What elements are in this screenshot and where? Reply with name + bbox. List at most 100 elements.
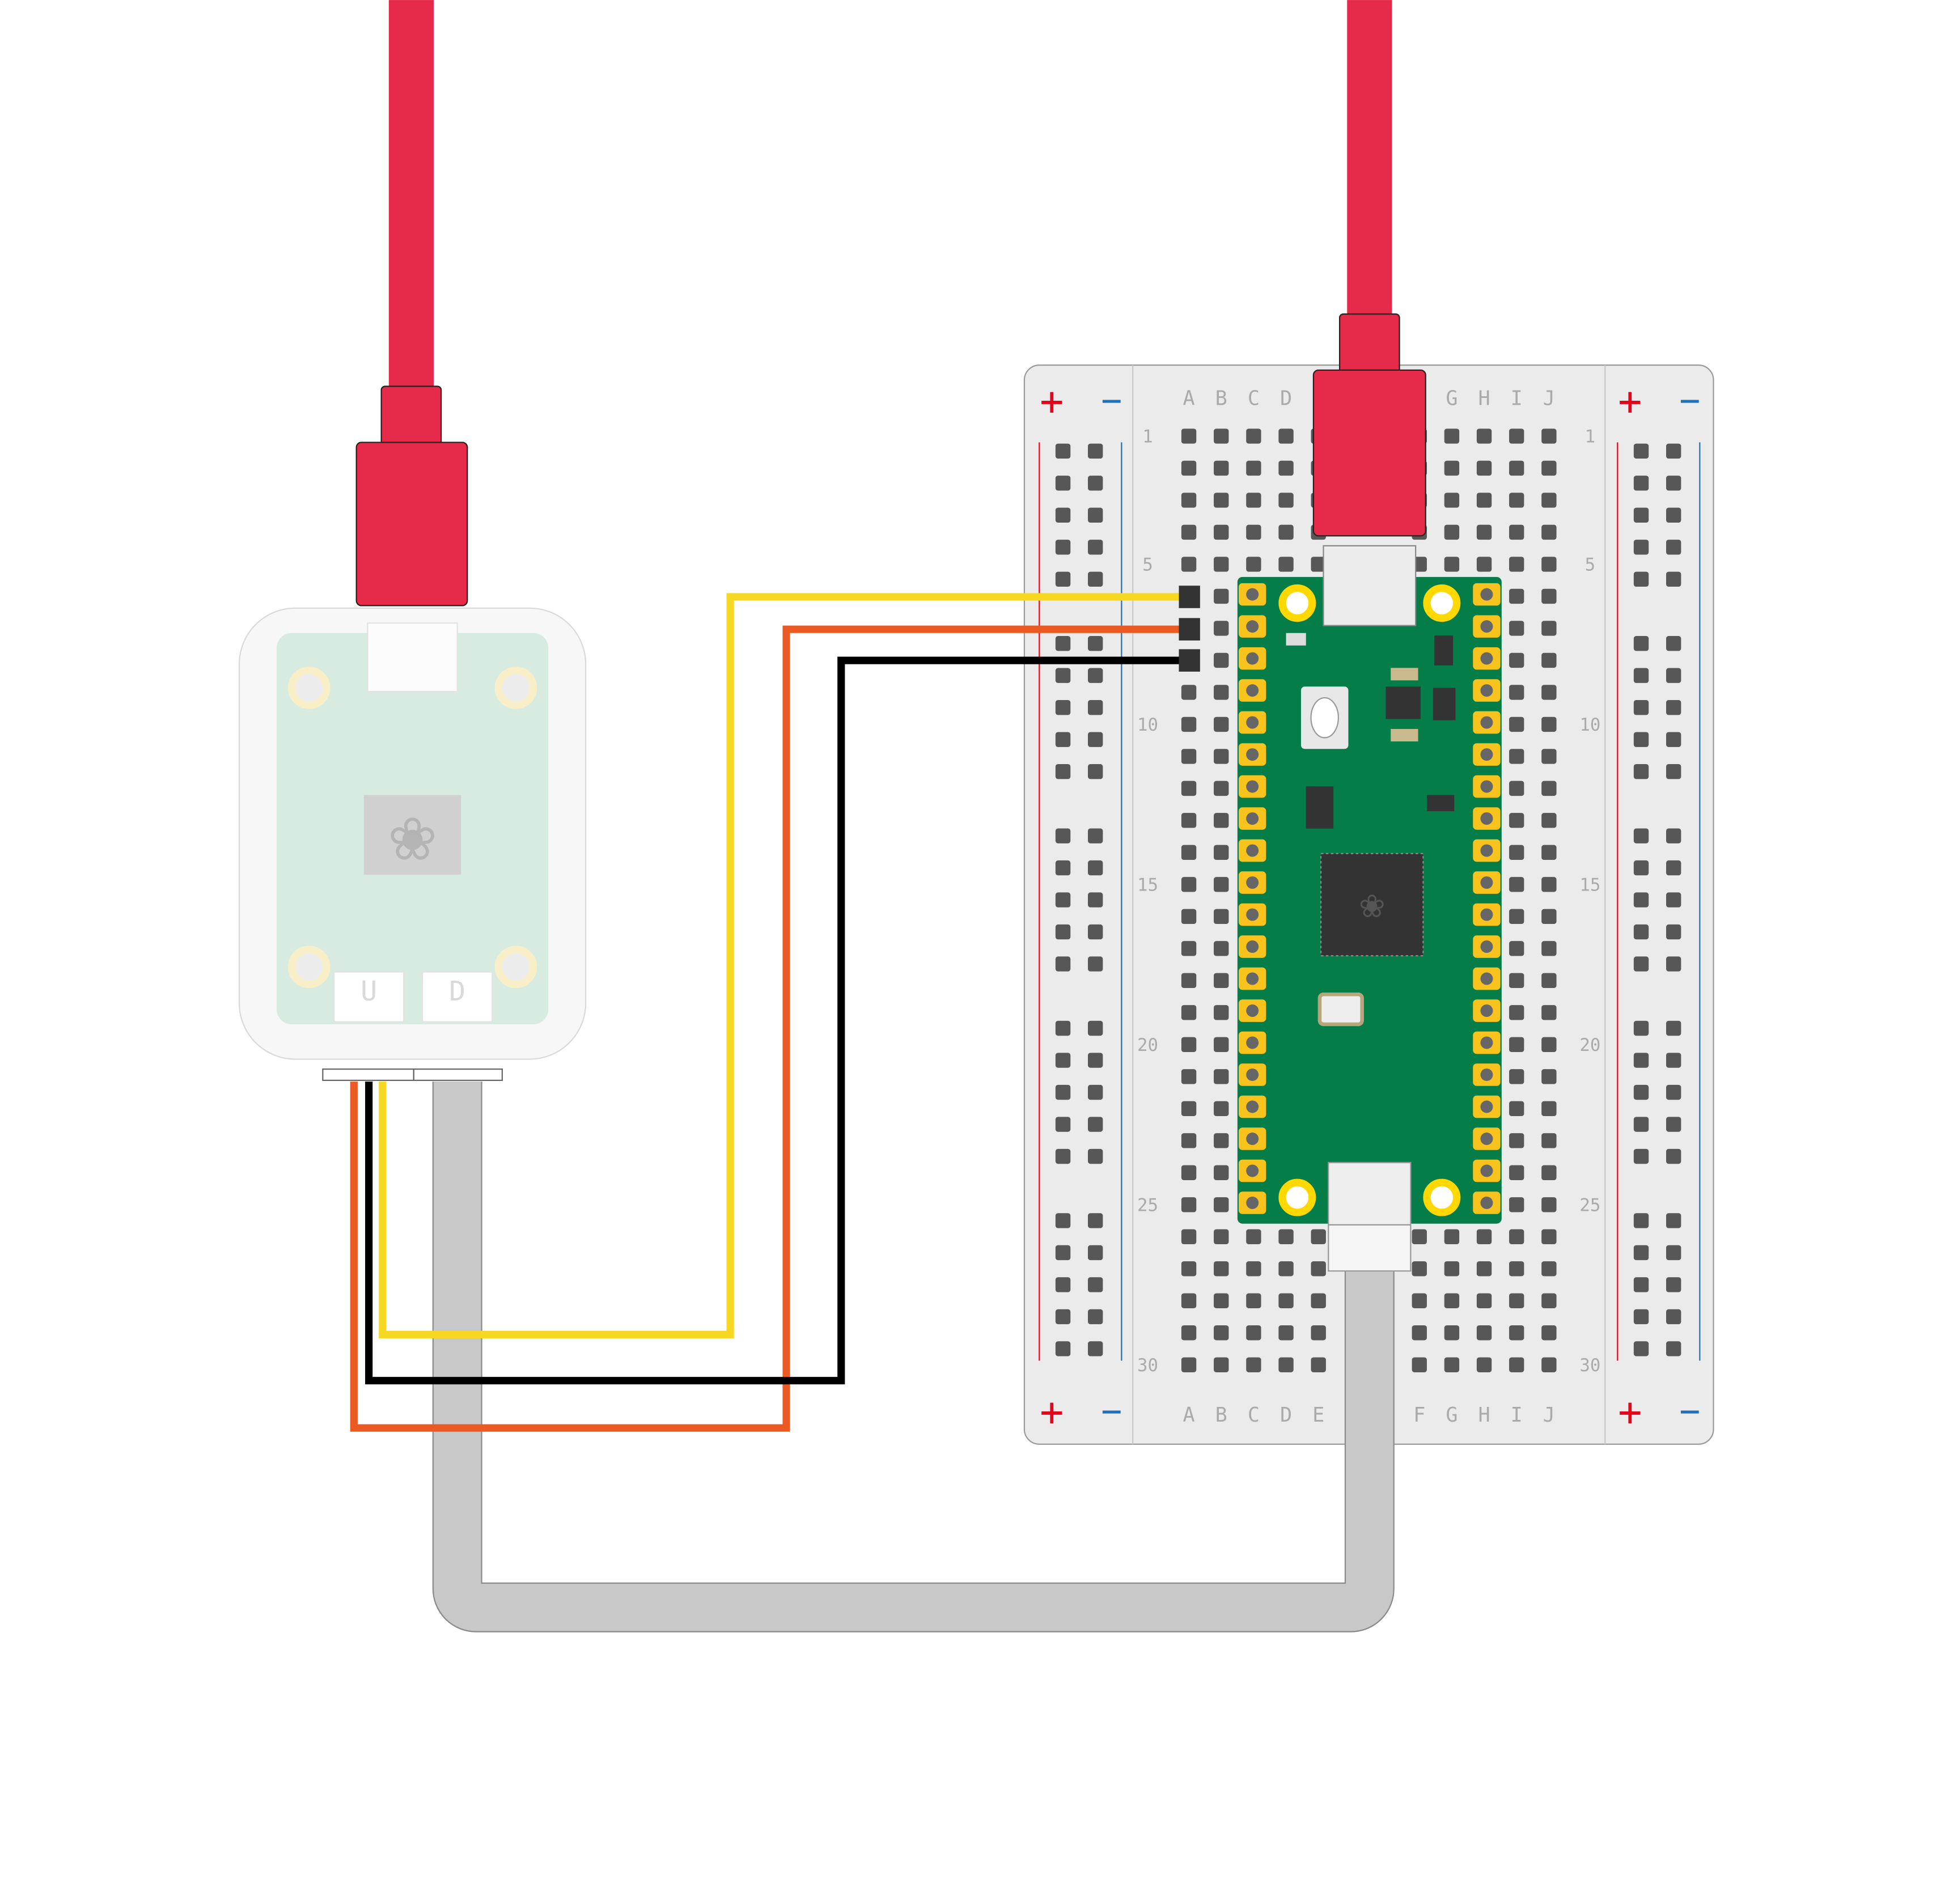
breadboard-hole[interactable] [1214,1357,1229,1372]
breadboard-hole[interactable] [1476,1261,1492,1277]
breadboard-hole[interactable] [1412,1261,1427,1277]
breadboard-hole[interactable] [1246,429,1261,444]
rail-hole[interactable] [1633,1148,1649,1164]
breadboard-hole[interactable] [1509,588,1524,604]
rail-hole[interactable] [1633,732,1649,747]
rail-hole[interactable] [1666,1277,1681,1292]
breadboard-hole[interactable] [1214,685,1229,700]
breadboard-hole[interactable] [1181,1037,1197,1053]
breadboard-hole[interactable] [1509,909,1524,925]
breadboard-hole[interactable] [1541,493,1557,508]
breadboard-hole[interactable] [1214,973,1229,989]
rail-hole[interactable] [1666,443,1681,459]
breadboard-hole[interactable] [1476,1325,1492,1341]
rail-hole[interactable] [1055,764,1071,779]
breadboard-hole[interactable] [1214,909,1229,925]
breadboard-hole[interactable] [1214,1069,1229,1084]
breadboard-hole[interactable] [1181,845,1197,860]
breadboard-hole[interactable] [1509,1325,1524,1341]
breadboard-hole[interactable] [1246,1261,1261,1277]
breadboard-hole[interactable] [1311,557,1326,572]
breadboard-hole[interactable] [1476,460,1492,476]
breadboard-hole[interactable] [1541,845,1557,860]
rail-hole[interactable] [1055,732,1071,747]
breadboard-hole[interactable] [1311,1357,1326,1372]
breadboard-hole[interactable] [1181,1165,1197,1180]
breadboard-hole[interactable] [1476,1357,1492,1372]
breadboard-hole[interactable] [1181,813,1197,828]
rail-hole[interactable] [1088,1020,1103,1036]
rail-hole[interactable] [1055,828,1071,843]
breadboard-hole[interactable] [1444,524,1460,540]
breadboard-hole[interactable] [1509,557,1524,572]
breadboard-hole[interactable] [1444,460,1460,476]
rail-hole[interactable] [1088,1309,1103,1325]
breadboard-hole[interactable] [1509,524,1524,540]
breadboard-hole[interactable] [1541,1325,1557,1341]
breadboard-hole[interactable] [1541,460,1557,476]
breadboard-hole[interactable] [1214,429,1229,444]
rail-hole[interactable] [1633,1245,1649,1261]
breadboard-hole[interactable] [1541,1005,1557,1020]
breadboard-hole[interactable] [1278,524,1294,540]
breadboard-hole[interactable] [1278,1325,1294,1341]
breadboard-hole[interactable] [1541,877,1557,892]
rail-hole[interactable] [1088,1053,1103,1068]
rail-hole[interactable] [1633,443,1649,459]
breadboard-hole[interactable] [1541,588,1557,604]
rail-hole[interactable] [1088,443,1103,459]
rail-hole[interactable] [1055,892,1071,908]
breadboard-hole[interactable] [1541,749,1557,764]
breadboard-hole[interactable] [1541,1229,1557,1244]
breadboard-hole[interactable] [1541,1101,1557,1117]
breadboard-hole[interactable] [1214,1165,1229,1180]
breadboard-hole[interactable] [1278,1229,1294,1244]
breadboard-hole[interactable] [1214,524,1229,540]
breadboard-hole[interactable] [1181,1133,1197,1148]
breadboard-hole[interactable] [1444,429,1460,444]
breadboard-hole[interactable] [1541,909,1557,925]
rail-hole[interactable] [1666,636,1681,651]
rail-hole[interactable] [1633,764,1649,779]
breadboard-hole[interactable] [1214,621,1229,636]
rail-hole[interactable] [1666,1148,1681,1164]
breadboard-hole[interactable] [1509,652,1524,668]
breadboard-hole[interactable] [1214,1037,1229,1053]
breadboard-hole[interactable] [1181,524,1197,540]
rail-hole[interactable] [1666,1020,1681,1036]
breadboard-hole[interactable] [1541,429,1557,444]
rail-hole[interactable] [1055,1148,1071,1164]
breadboard-hole[interactable] [1509,493,1524,508]
breadboard-hole[interactable] [1509,1101,1524,1117]
breadboard-hole[interactable] [1509,1165,1524,1180]
breadboard-hole[interactable] [1214,493,1229,508]
breadboard-hole[interactable] [1541,813,1557,828]
breadboard-hole[interactable] [1541,941,1557,956]
rail-hole[interactable] [1088,507,1103,523]
breadboard-hole[interactable] [1181,1357,1197,1372]
rail-hole[interactable] [1633,571,1649,587]
breadboard-hole[interactable] [1214,1229,1229,1244]
rail-hole[interactable] [1088,828,1103,843]
breadboard-hole[interactable] [1509,781,1524,796]
rail-hole[interactable] [1666,700,1681,715]
breadboard-hole[interactable] [1509,1229,1524,1244]
breadboard-hole[interactable] [1214,877,1229,892]
rail-hole[interactable] [1633,1277,1649,1292]
breadboard-hole[interactable] [1412,1325,1427,1341]
breadboard-hole[interactable] [1311,1325,1326,1341]
rail-hole[interactable] [1055,700,1071,715]
breadboard-hole[interactable] [1246,524,1261,540]
breadboard-hole[interactable] [1278,429,1294,444]
rail-hole[interactable] [1666,507,1681,523]
rail-hole[interactable] [1633,668,1649,683]
rail-hole[interactable] [1633,1020,1649,1036]
rail-hole[interactable] [1666,571,1681,587]
breadboard-hole[interactable] [1181,557,1197,572]
rail-hole[interactable] [1088,1341,1103,1356]
breadboard-hole[interactable] [1509,1037,1524,1053]
breadboard-hole[interactable] [1509,1133,1524,1148]
breadboard-hole[interactable] [1509,845,1524,860]
rail-hole[interactable] [1088,571,1103,587]
rail-hole[interactable] [1055,476,1071,491]
